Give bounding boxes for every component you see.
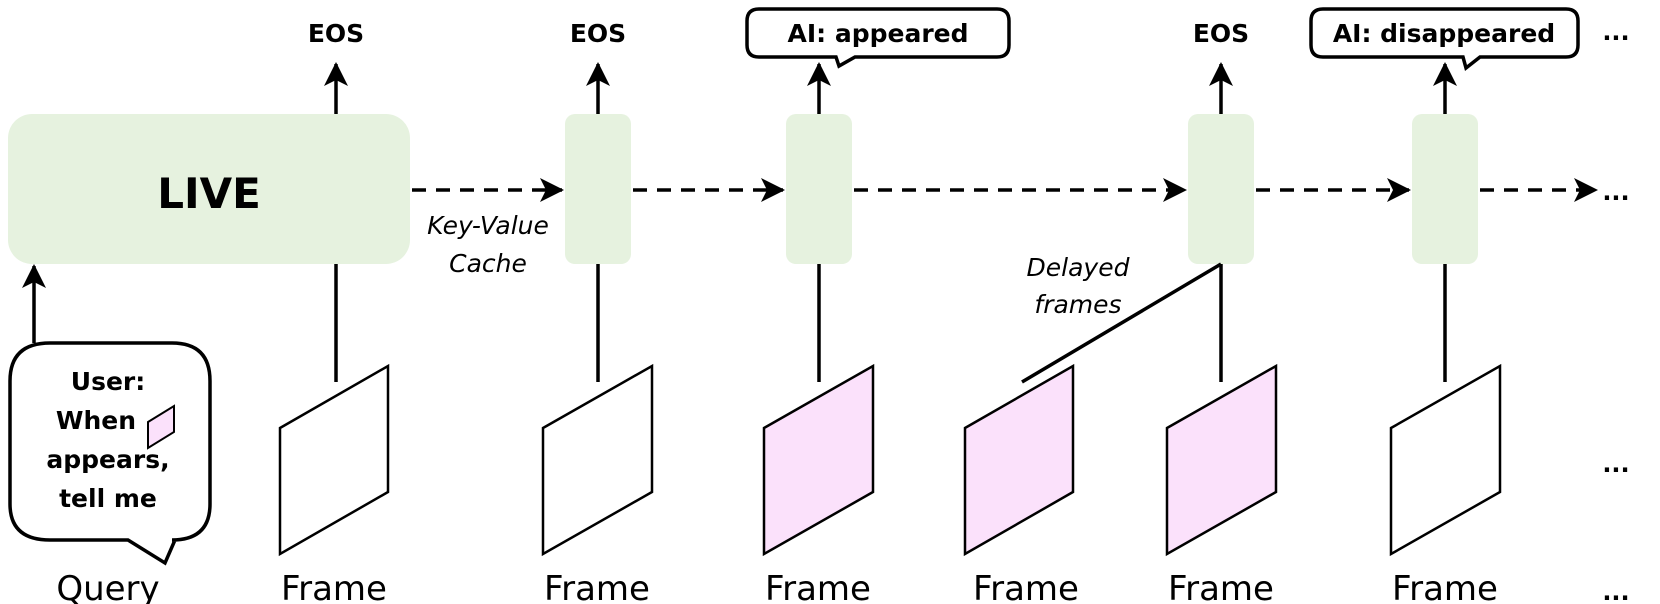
delayed-frames-label-line2: frames xyxy=(1034,290,1121,319)
ai-appeared-bubble xyxy=(745,7,1011,69)
frame-caption-3: Frame xyxy=(765,569,871,604)
query-caption: Query xyxy=(56,569,159,604)
ellipsis-mid: ... xyxy=(1602,178,1629,206)
frame-caption-5: Frame xyxy=(1168,569,1274,604)
model-block-3 xyxy=(786,114,852,264)
ellipsis-top: ... xyxy=(1602,18,1629,46)
eos-label-1: EOS xyxy=(308,19,364,48)
frame-3-highlighted xyxy=(762,363,875,557)
frame-caption-1: Frame xyxy=(281,569,387,604)
frame-1 xyxy=(278,363,390,557)
delayed-frames-line xyxy=(1021,262,1222,384)
frame-caption-2: Frame xyxy=(544,569,650,604)
ai-disappeared-label: AI: disappeared xyxy=(1333,19,1555,48)
query-bubble-line4: tell me xyxy=(59,484,157,513)
ellipsis-bottom: ... xyxy=(1602,578,1629,604)
query-frame-icon xyxy=(147,404,175,450)
ai-appeared-label: AI: appeared xyxy=(787,19,968,48)
query-bubble-line1: User: xyxy=(71,367,145,396)
frame-2 xyxy=(541,363,654,557)
frame-4-highlighted xyxy=(963,363,1075,557)
eos-label-2: EOS xyxy=(570,19,626,48)
model-block-4 xyxy=(1188,114,1254,264)
kv-cache-label-line2: Cache xyxy=(449,249,527,278)
delayed-frames-label-line1: Delayed xyxy=(1027,253,1130,282)
frame-caption-4: Frame xyxy=(973,569,1079,604)
query-bubble-line2: When xyxy=(56,406,136,435)
model-block-2 xyxy=(565,114,631,264)
frame-6 xyxy=(1389,363,1502,557)
model-block-5 xyxy=(1412,114,1478,264)
live-model-block xyxy=(8,114,410,264)
kv-cache-label-line1: Key-Value xyxy=(427,211,549,240)
query-bubble-line3: appears, xyxy=(46,445,169,474)
frame-caption-6: Frame xyxy=(1392,569,1498,604)
frame-5-highlighted xyxy=(1165,363,1278,557)
live-model-label: LIVE xyxy=(157,169,261,218)
user-query-bubble xyxy=(8,341,212,566)
ellipsis-frames: ... xyxy=(1602,450,1629,478)
eos-label-3: EOS xyxy=(1193,19,1249,48)
ai-disappeared-bubble xyxy=(1309,7,1580,72)
